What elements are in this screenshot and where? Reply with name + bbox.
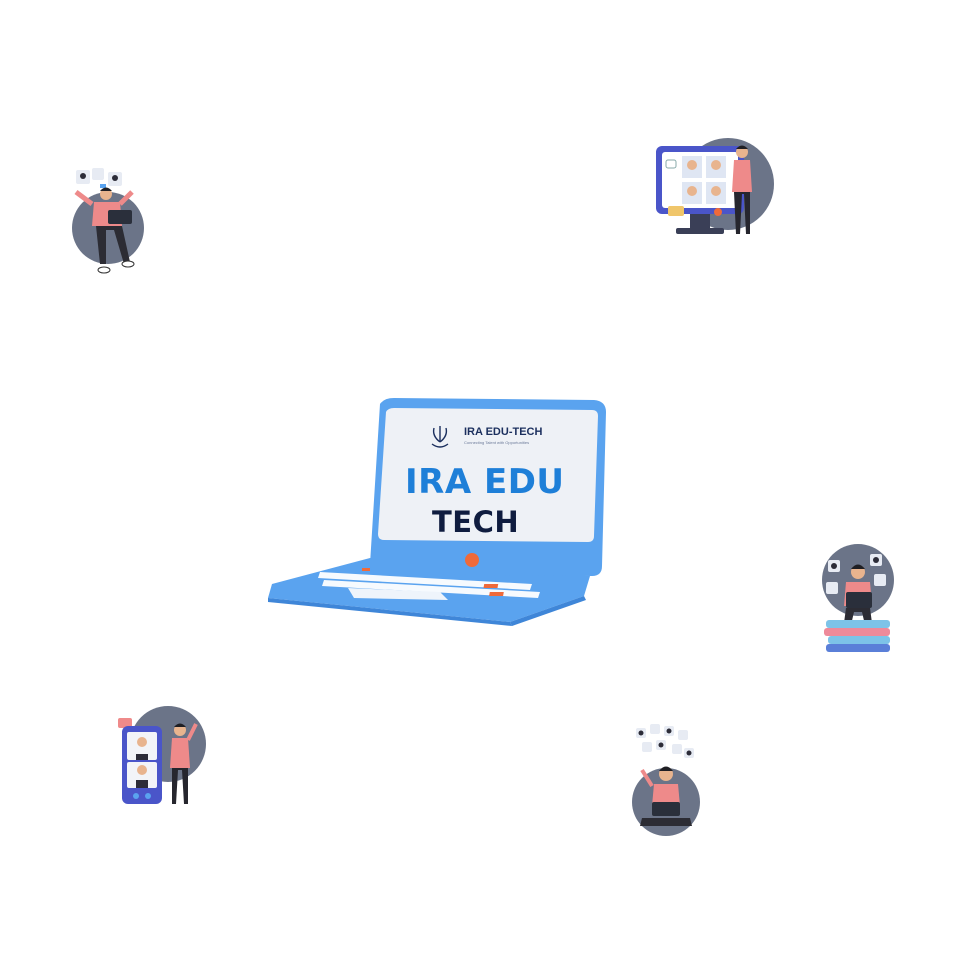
logo-tagline: Connecting Talent with Opportunities xyxy=(464,440,530,445)
laptop-illustration xyxy=(268,398,606,626)
person-presenting-monitor-video-call-illustration xyxy=(656,138,774,234)
person-with-laptop-video-call-illustration xyxy=(72,168,144,274)
person-waving-laptop-video-call-illustration xyxy=(632,724,700,836)
logo-text: IRA EDU-TECH xyxy=(464,426,543,438)
person-on-books-video-call-illustration xyxy=(822,544,894,652)
screen-title-line1: IRA EDU xyxy=(405,462,565,502)
person-with-phone-video-call-illustration xyxy=(118,706,206,804)
screen-title-line2: TECH xyxy=(432,505,520,539)
